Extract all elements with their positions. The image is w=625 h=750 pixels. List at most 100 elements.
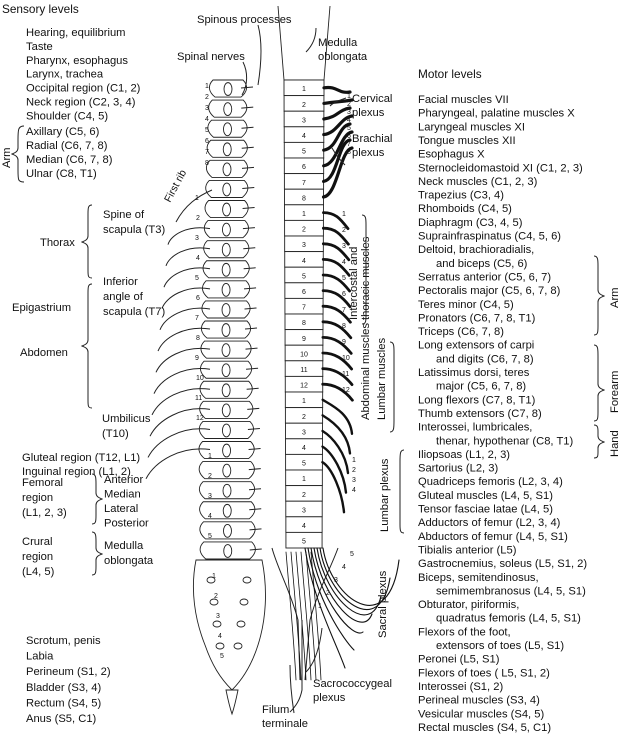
motor-item: Esophagus X [418,149,485,161]
rib [167,227,211,245]
femoral-subregion: Lateral [104,503,138,515]
transverse-process [242,207,255,210]
spinous-process [221,343,231,358]
motor-item: Obturator, piriformis, [418,599,519,611]
motor-item: thenar, hypothenar (C8, T1) [436,435,574,447]
motor-forearm-bracket [593,344,606,422]
spine-of-scapula-line: Spine of [103,209,145,221]
intercostal-line: Intercostal and [348,247,360,320]
abdomen-label: Abdomen [20,347,68,359]
thorax-label: Thorax [40,237,75,249]
motor-item: Rhomboids (C4, 5) [418,203,512,215]
sacral-nerve [316,547,382,616]
transverse-process [245,347,258,350]
left-nerve-number: 6 [205,138,209,145]
medulla-line: Medulla [318,37,358,49]
motor-item: Facial muscles VII [418,94,509,106]
right-nerve-number: 6 [342,291,346,298]
motor-item: Neck muscles (C1, 2, 3) [418,176,538,188]
motor-item: Long flexors (C7, 8, T1) [418,394,536,406]
left-nerve-number: 3 [216,613,220,620]
cauda-equina-strand [305,551,317,681]
femoral-subregion: Anterior [104,474,143,486]
motor-item: Sartorius (L2, 3) [418,463,498,475]
motor-item: Flexors of toes ( L5, S1, 2) [418,667,550,679]
right-nerve-number: 10 [342,355,350,362]
left-nerve-number: 1 [208,453,212,460]
sensory-item: Labia [26,651,54,663]
crural-line: (L4, 5) [22,566,55,578]
first-rib [175,189,213,223]
transverse-process [240,86,254,89]
motor-item: Flexors of the foot, [418,626,511,638]
left-nerve-number: 1 [212,573,216,580]
left-nerve-number: 5 [220,653,224,660]
rib [157,327,211,352]
right-nerve-number: 8 [342,323,346,330]
femoral-subregion: Posterior [104,518,149,530]
left-nerve-number: 5 [205,127,209,134]
sensory-item: Rectum (S4, 5) [26,697,102,709]
spinous-process [221,423,231,438]
arm-item: Axillary (C5, 6) [26,126,100,138]
cauda-equina-strand [290,551,302,681]
right-nerve-number: 2 [347,101,351,108]
spinous-process [222,162,232,177]
motor-item: semimembranosus (L4, 5, S1) [436,585,586,597]
sacral-nerve [322,547,400,606]
cord-segment-number: 4 [302,523,306,530]
spinal-nerve [321,289,352,308]
cord-segment-number: 8 [302,195,306,202]
abdomen-bracket [80,283,93,409]
spinous-process [221,323,231,337]
sacral-nerve [307,547,355,651]
cord-segment-number: 5 [302,149,306,156]
motor-item: Latissimus dorsi, teres [418,367,530,379]
right-nerve-number: 1 [342,211,346,218]
cord-segment-number: 5 [302,273,306,280]
right-nerve-number: 8 [347,149,351,156]
spinal-nerve [321,242,351,262]
femoral-bracket [91,473,104,525]
motor-item: Tongue muscles XII [418,135,516,147]
left-nerve-number: 4 [208,513,212,520]
cord-segment-number: 10 [300,351,308,358]
transverse-process [242,186,255,189]
inguinal-region-label: Inguinal region (L1, 2) [22,466,131,478]
sensory-item: Shoulder (C4, 5) [26,110,108,122]
filum-terminale-line [289,620,303,713]
motor-item: major (C5, 6, 7, 8) [436,381,526,393]
right-nerve-number: 3 [352,477,356,484]
right-nerve-number: 11 [342,371,349,378]
motor-item: Gluteal muscles (L4, 5, S1) [418,490,553,502]
motor-arm-label: Arm [609,287,621,308]
conus-medullaris-right [304,547,339,681]
crural-subregion: oblongata [104,555,154,567]
transverse-process [249,548,262,551]
motor-item: Tensor fasciae latae (L4, 5) [418,504,553,516]
transverse-process [246,367,259,370]
spinal-nerve [321,304,352,324]
cord-segment-number: 4 [302,133,306,140]
right-nerve-number: 2 [326,590,330,597]
rib [147,428,211,458]
medulla-line: oblongata [318,51,368,63]
motor-item: Peronei (L5, S1) [418,654,500,666]
left-nerve-number: 2 [214,593,218,600]
inferior-angle-line: Inferior [103,276,138,288]
left-nerve-number: 3 [205,105,209,112]
cord-segment-number: 1 [302,211,306,218]
motor-item: Pharyngeal, palatine muscles X [418,108,575,120]
cauda-equina-strand [310,551,322,681]
transverse-process [244,287,257,290]
umbilicus-line: Umbilicus [102,413,151,425]
rib [153,368,211,394]
rib [161,287,211,309]
sensory-item: Scrotum, penis [26,635,101,647]
spinous-processes-label: Spinous processes [197,14,292,26]
